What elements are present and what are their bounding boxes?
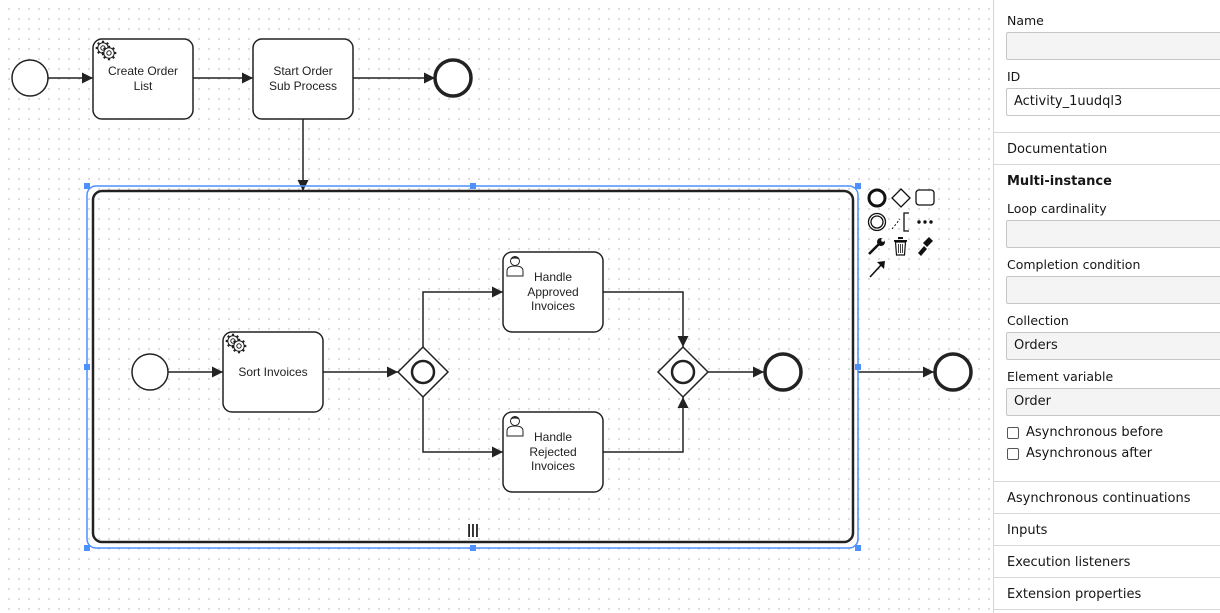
subprocess-end-event[interactable] [763, 352, 803, 392]
divider [994, 481, 1220, 482]
element-variable-label: Element variable [1007, 369, 1114, 384]
task-label-line: Handle [534, 430, 572, 444]
divider [994, 132, 1220, 133]
loop-cardinality-input[interactable] [1006, 220, 1220, 248]
properties-panel: Name ID Activity_1uudql3 Documentation M… [993, 0, 1220, 613]
bpmn-diagram[interactable]: Create Order List Start Order Sub Proces… [0, 0, 993, 613]
task-label-line: Create Order [108, 64, 178, 78]
divider [994, 609, 1220, 610]
documentation-group[interactable]: Documentation [1007, 142, 1108, 157]
collection-input[interactable]: Orders [1006, 332, 1220, 360]
task-handle-rejected-invoices[interactable]: Handle Rejected Invoices [502, 411, 604, 493]
more-icon[interactable] [917, 220, 933, 224]
loop-cardinality-label: Loop cardinality [1007, 201, 1107, 216]
expanded-subprocess[interactable]: ||| [91, 189, 855, 544]
color-icon[interactable] [918, 237, 933, 256]
multi-instance-group[interactable]: Multi-instance [1007, 174, 1112, 189]
delete-icon[interactable] [894, 237, 907, 256]
text-annotation-icon[interactable] [891, 212, 909, 232]
completion-condition-input[interactable] [1006, 276, 1220, 304]
gateway-icon[interactable] [891, 188, 911, 208]
context-pad[interactable] [867, 188, 935, 278]
task-sort-invoices[interactable]: Sort Invoices [222, 331, 324, 413]
task-start-order-sub-process[interactable]: Start Order Sub Process [252, 38, 354, 120]
end-event[interactable] [433, 58, 473, 98]
task-label-line: Sub Process [269, 79, 337, 93]
subprocess-start-event[interactable] [131, 353, 169, 391]
task-icon[interactable] [915, 189, 935, 206]
name-label: Name [1007, 13, 1044, 28]
inputs-group[interactable]: Inputs [1007, 523, 1048, 538]
task-handle-approved-invoices[interactable]: Handle Approved Invoices [502, 251, 604, 333]
wrench-icon[interactable] [868, 238, 885, 255]
divider [994, 577, 1220, 578]
execution-listeners-group[interactable]: Execution listeners [1007, 555, 1131, 570]
name-input[interactable] [1006, 32, 1220, 60]
end-event-after-subprocess[interactable] [933, 352, 973, 392]
divider [994, 164, 1220, 165]
connect-icon[interactable] [869, 261, 885, 278]
divider [994, 545, 1220, 546]
task-label-line: Invoices [531, 299, 575, 313]
selection-outline [86, 185, 859, 549]
task-label-line: Start Order [273, 64, 332, 78]
divider [994, 513, 1220, 514]
collection-label: Collection [1007, 313, 1069, 328]
inclusive-gateway-join[interactable] [656, 345, 710, 399]
async-before-label: Asynchronous before [1026, 425, 1164, 440]
task-label-line: Approved [527, 285, 578, 299]
async-after-checkbox[interactable] [1007, 448, 1019, 460]
service-task-gear-icon [100, 44, 118, 62]
completion-condition-label: Completion condition [1007, 257, 1141, 272]
task-label-line: Sort Invoices [238, 365, 307, 379]
parallel-multi-instance-marker: ||| [467, 521, 479, 537]
resize-handles[interactable] [84, 183, 861, 551]
task-label-line: Rejected [529, 445, 576, 459]
task-label-line: List [134, 79, 153, 93]
task-create-order-list[interactable]: Create Order List [92, 38, 194, 120]
task-label-line: Handle [534, 270, 572, 284]
async-continuations-group[interactable]: Asynchronous continuations [1007, 491, 1191, 506]
start-event[interactable] [11, 59, 49, 97]
service-task-gear-icon [230, 337, 248, 355]
extension-properties-group[interactable]: Extension properties [1007, 587, 1142, 602]
id-label: ID [1007, 69, 1021, 84]
async-before-checkbox[interactable] [1007, 427, 1019, 439]
task-label-line: Invoices [531, 459, 575, 473]
intermediate-event-icon[interactable] [867, 212, 887, 232]
bpmn-canvas[interactable]: Create Order List Start Order Sub Proces… [0, 0, 993, 613]
end-event-icon[interactable] [867, 188, 887, 208]
id-input[interactable]: Activity_1uudql3 [1006, 88, 1220, 116]
element-variable-input[interactable]: Order [1006, 388, 1220, 416]
inclusive-gateway-split[interactable] [396, 345, 450, 399]
async-after-label: Asynchronous after [1026, 446, 1153, 461]
sequence-flows[interactable] [48, 72, 934, 458]
